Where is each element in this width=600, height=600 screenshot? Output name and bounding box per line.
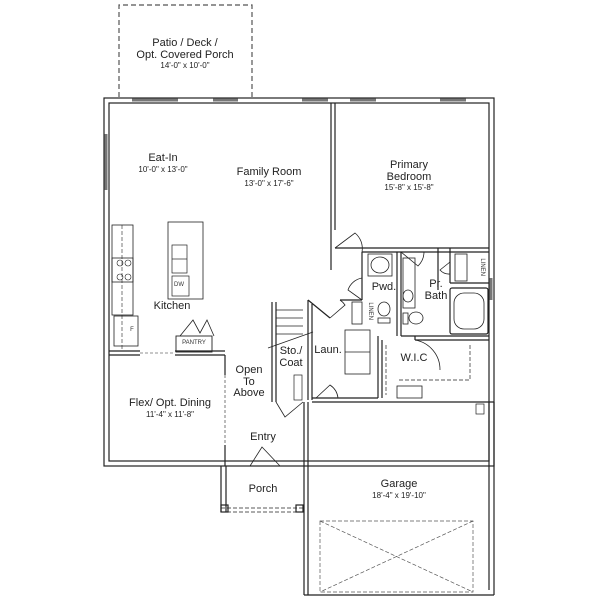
open-to-above-1: Open (235, 364, 263, 376)
wic-name: W.I.C (400, 352, 428, 364)
powder-name: Pwd. (371, 281, 397, 293)
kitchen-label: Kitchen (153, 300, 191, 313)
laundry-name: Laun. (314, 344, 342, 356)
linen-bath-text: LINEN (478, 258, 485, 276)
kitchen-counter (111, 224, 134, 316)
open-to-above-2: To (243, 375, 255, 388)
laundry-label: Laun. (314, 344, 342, 357)
fridge (113, 315, 139, 347)
garage-label: Garage 18'-4" x 19'-10" (372, 478, 426, 500)
exterior-wall (103, 97, 495, 467)
linen-laundry-label: LINEN (367, 302, 373, 320)
primary-bedroom-dimensions: 15'-8" x 15'-8" (384, 183, 434, 193)
garage-name: Garage (380, 478, 418, 490)
fridge-label: F (130, 327, 134, 333)
primary-bath-name-1: Pr. (429, 278, 443, 290)
flex-name: Flex/ Opt. Dining (129, 397, 211, 409)
linen-bath-label: LINEN (479, 258, 485, 276)
garage-dimensions: 18'-4" x 19'-10" (372, 490, 426, 500)
family-room-name: Family Room (236, 166, 302, 178)
open-to-above-3: Above (233, 387, 265, 400)
primary-bedroom-label: Primary Bedroom 15'-8" x 15'-8" (384, 159, 434, 193)
primary-bath-name-2: Bath (424, 289, 448, 302)
pantry-label: PANTRY (182, 340, 206, 346)
flex-label: Flex/ Opt. Dining 11'-4" x 11'-8" (129, 397, 211, 419)
dishwasher-label: DW (174, 282, 184, 288)
entry-label: Entry (250, 431, 276, 444)
pantry-name: PANTRY (182, 340, 206, 346)
storage-coat-name-2: Coat (279, 356, 303, 369)
eat-in-label: Eat-In 10'-0" x 13'-0" (138, 152, 188, 174)
patio-dimensions: 14'-0" x 10'-0" (160, 61, 210, 71)
storage-coat-name-1: Sto./ (279, 345, 303, 357)
eat-in-name: Eat-In (148, 152, 178, 164)
dishwasher-text: DW (174, 282, 184, 288)
primary-bedroom-name-1: Primary (390, 159, 428, 171)
family-room-dimensions: 13'-0" x 17'-6" (244, 178, 294, 188)
kitchen-island (167, 221, 204, 300)
eat-in-dimensions: 10'-0" x 13'-0" (138, 164, 188, 174)
patio-name-2: Opt. Covered Porch (136, 48, 234, 61)
bathtub (449, 287, 489, 335)
primary-bedroom-name-2: Bedroom (386, 170, 432, 183)
wic-label: W.I.C (400, 352, 428, 365)
family-room-label: Family Room 13'-0" x 17'-6" (236, 166, 302, 188)
entry-name: Entry (250, 431, 276, 443)
fridge-text: F (130, 327, 134, 333)
kitchen-name: Kitchen (153, 300, 191, 312)
patio-label: Patio / Deck / Opt. Covered Porch 14'-0"… (136, 37, 234, 71)
flex-dimensions: 11'-4" x 11'-8" (145, 409, 195, 419)
range (111, 257, 134, 283)
powder-label: Pwd. (371, 281, 397, 294)
primary-bath-label: Pr. Bath (424, 278, 448, 302)
open-to-above-label: Open To Above (233, 364, 265, 400)
porch-label: Porch (248, 483, 278, 496)
storage-coat-label: Sto./ Coat (279, 345, 303, 369)
patio-name-1: Patio / Deck / (152, 37, 218, 49)
porch-name: Porch (248, 483, 278, 495)
linen-laundry-text: LINEN (366, 302, 373, 320)
